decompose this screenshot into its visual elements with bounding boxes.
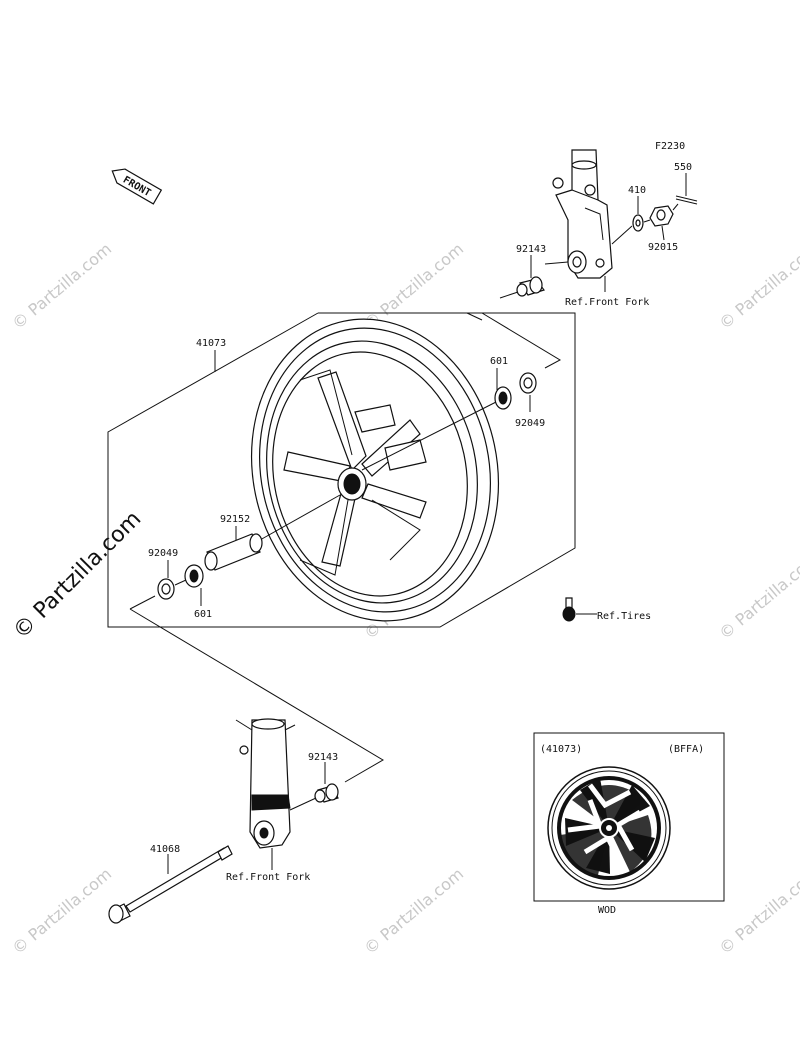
seal-92049-left xyxy=(157,578,175,600)
inset-part-number: (41073) xyxy=(540,744,582,755)
front-fork-left xyxy=(235,718,296,849)
wheel-spokes xyxy=(283,369,427,576)
bearing-601-left xyxy=(184,564,204,588)
bearing-601-right xyxy=(494,386,512,410)
watermark: © Partzilla.com xyxy=(360,864,467,958)
front-arrow-shape xyxy=(111,168,163,205)
label-601-right: 601 xyxy=(490,356,508,367)
label-92143-bottom: 92143 xyxy=(308,752,338,763)
watermark: © Partzilla.com xyxy=(8,864,115,958)
inset-code: (BFFA) xyxy=(668,744,704,755)
watermark-main: © Partzilla.com xyxy=(9,507,147,645)
inset-wheel xyxy=(547,766,671,890)
inset-color-code: WOD xyxy=(598,905,616,916)
figure-code: F2230 xyxy=(655,141,685,152)
label-92152: 92152 xyxy=(220,514,250,525)
watermark: © Partzilla.com xyxy=(715,864,800,958)
label-41073: 41073 xyxy=(196,338,226,349)
label-92015: 92015 xyxy=(648,242,678,253)
wheel-41073 xyxy=(250,318,500,622)
label-92143-top: 92143 xyxy=(516,244,546,255)
watermark: © Partzilla.com xyxy=(715,549,800,643)
seal-92049-right xyxy=(519,372,537,394)
front-fork-right xyxy=(552,149,613,279)
label-41068: 41068 xyxy=(150,844,180,855)
label-ref-tires: Ref.Tires xyxy=(597,611,651,622)
front-direction-arrow: FRONT xyxy=(111,168,163,205)
color-variant-inset: (41073) (BFFA) WOD xyxy=(533,732,725,916)
washer-410 xyxy=(632,214,644,232)
label-601-left: 601 xyxy=(194,609,212,620)
watermark: © Partzilla.com xyxy=(715,239,800,333)
watermark: © Partzilla.com xyxy=(8,239,115,333)
pin-550 xyxy=(675,195,698,205)
collar-92143-bottom xyxy=(314,783,339,803)
assembly-frame xyxy=(107,312,576,628)
spacer-92152 xyxy=(204,533,263,571)
label-92049-left: 92049 xyxy=(148,548,178,559)
axle-41068 xyxy=(108,845,233,924)
label-550: 550 xyxy=(674,162,692,173)
watermark: © Partzilla.com xyxy=(360,239,467,333)
label-410: 410 xyxy=(628,185,646,196)
collar-92143-top xyxy=(516,276,545,297)
label-ref-front-fork-bottom: Ref.Front Fork xyxy=(226,872,310,883)
label-92049-right: 92049 xyxy=(515,418,545,429)
nut-92015 xyxy=(649,205,674,227)
label-ref-front-fork-top: Ref.Front Fork xyxy=(565,297,649,308)
valve-stem xyxy=(562,597,576,622)
